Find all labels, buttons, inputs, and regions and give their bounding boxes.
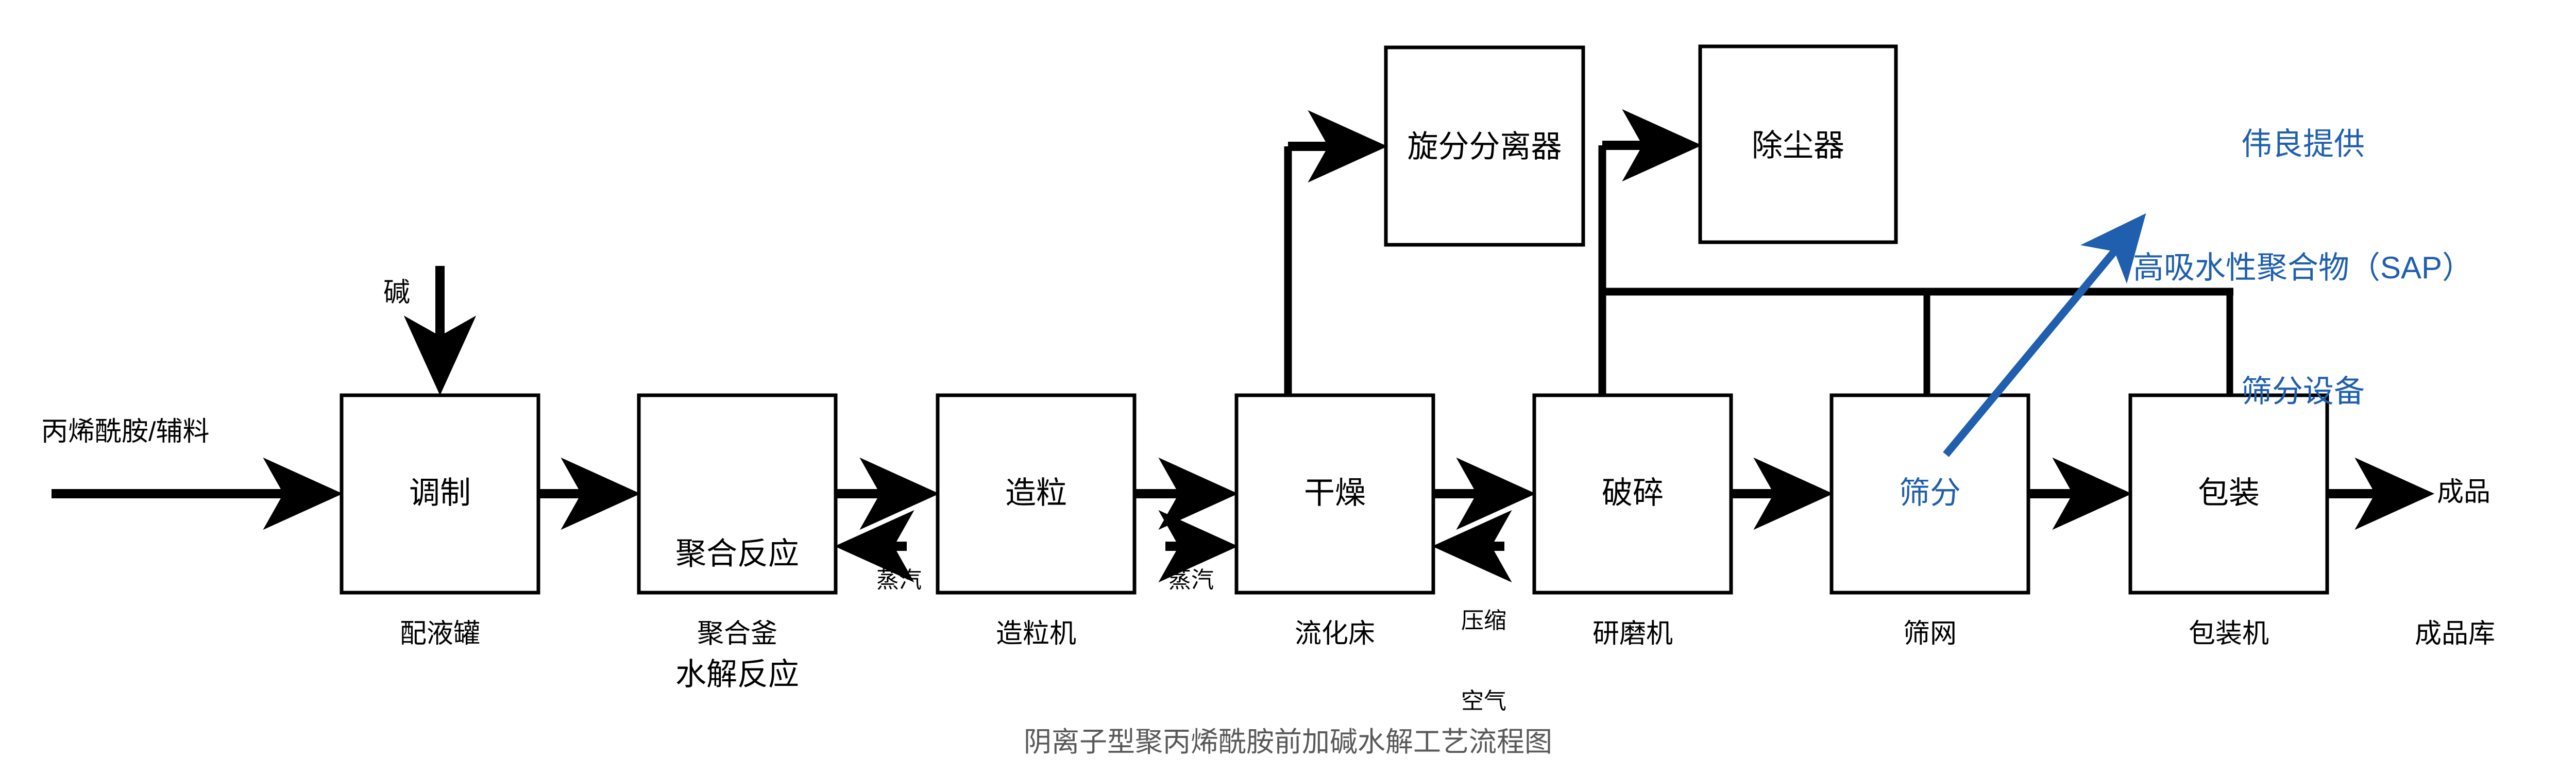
diagram-title: 阴离子型聚丙烯酰胺前加碱水解工艺流程图: [1024, 727, 1552, 758]
compressed-air-label-line2: 空气: [1461, 688, 1506, 714]
equipment-label-juhefu: 聚合釜: [697, 619, 777, 649]
annotation-line-2: 高吸水性聚合物（SAP）: [2132, 250, 2473, 285]
box-tiaozhi[interactable]: [340, 393, 540, 595]
equipment-label-baozhuangji: 包装机: [2188, 619, 2269, 649]
warehouse-label: 成品库: [2414, 619, 2495, 649]
equipment-label-shaiwang: 筛网: [1903, 619, 1957, 649]
annotation-block: 伟良提供 高吸水性聚合物（SAP） 筛分设备: [2040, 41, 2566, 495]
box-juhe-label-line1: 聚合反应: [675, 536, 799, 571]
annotation-line-3: 筛分设备: [2241, 374, 2365, 409]
box-ganzao-label: 干燥: [1304, 476, 1366, 510]
box-juhe-label-line2: 水解反应: [675, 657, 799, 692]
equipment-label-liuhuachuang: 流化床: [1294, 619, 1375, 649]
box-posui-label: 破碎: [1602, 476, 1664, 510]
box-baozhuang[interactable]: [2128, 393, 2329, 595]
box-juhe-label: 聚合反应 水解反应: [639, 453, 836, 773]
box-tiaozhi-label: 调制: [409, 476, 471, 510]
feed-label: 丙烯酰胺/辅料: [41, 417, 210, 447]
compressed-air-label-line1: 压缩: [1461, 608, 1506, 633]
box-shaifen-label: 筛分: [1899, 476, 1961, 510]
box-dust-label: 除尘器: [1752, 128, 1844, 163]
product-label: 成品: [2437, 477, 2491, 507]
equipment-label-yanmoji: 研磨机: [1592, 619, 1673, 649]
annotation-arrow: [1943, 213, 2146, 457]
compressed-air-label: 压缩 空气: [1437, 554, 1530, 768]
box-zaoli[interactable]: [936, 393, 1137, 595]
box-posui[interactable]: [1532, 393, 1733, 595]
equipment-label-peiyeguan: 配液罐: [399, 619, 480, 649]
box-cyclone-label: 旋分分离器: [1407, 129, 1562, 164]
annotation-line-1: 伟良提供: [2241, 127, 2365, 161]
steam-label-1: 蒸汽: [876, 567, 922, 593]
alkali-label: 碱: [383, 278, 410, 308]
steam-label-2: 蒸汽: [1168, 567, 1214, 593]
box-zaoli-label: 造粒: [1005, 476, 1067, 510]
equipment-label-zaolijii: 造粒机: [995, 619, 1076, 649]
box-baozhuang-label: 包装: [2198, 476, 2260, 510]
box-juhe[interactable]: [637, 393, 838, 595]
